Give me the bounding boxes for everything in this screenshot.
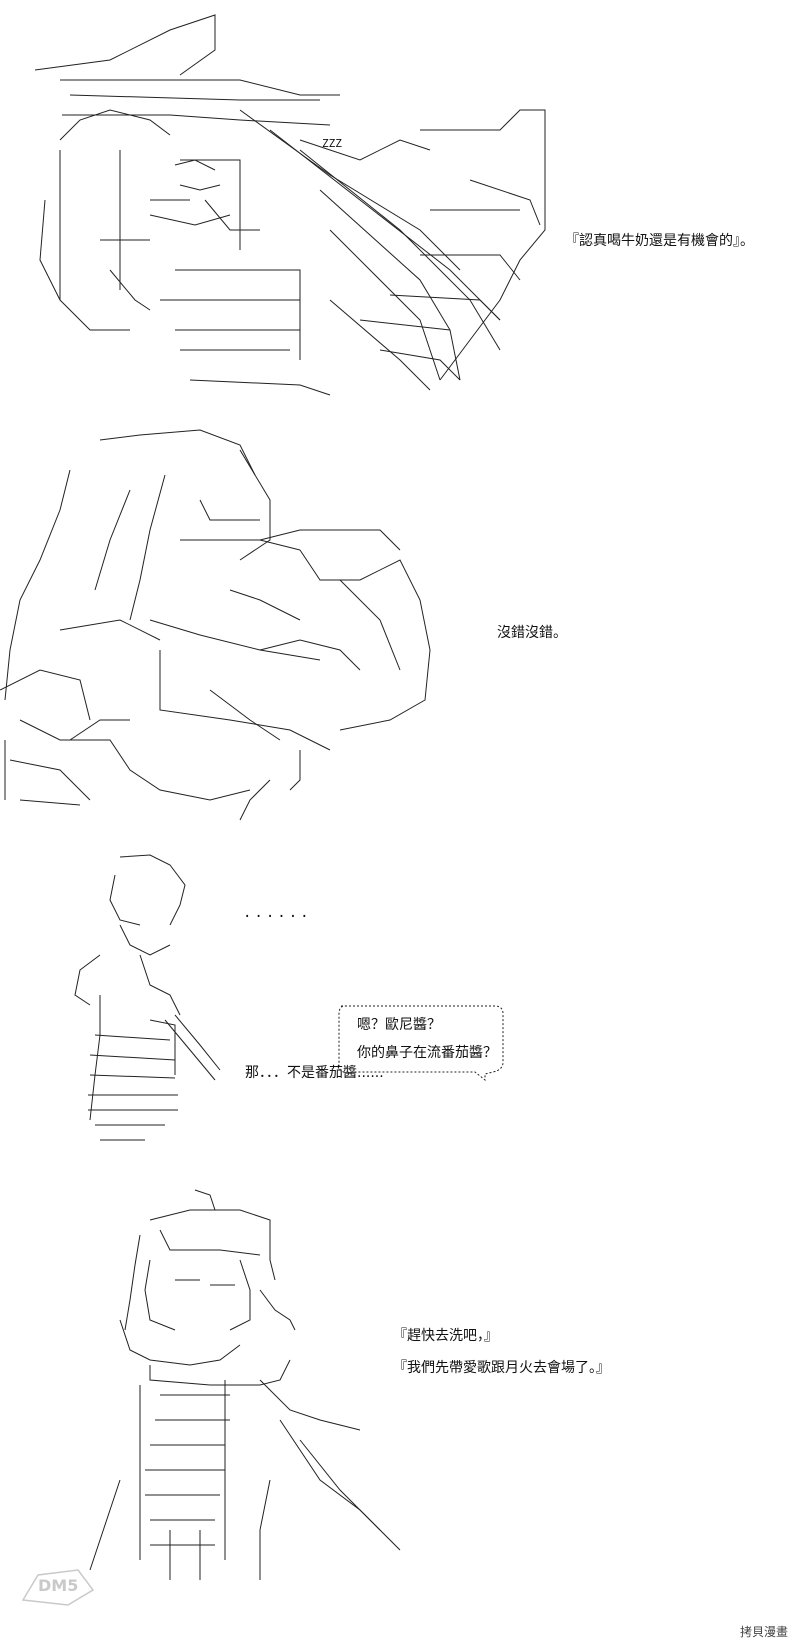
panel-2-ascii-art bbox=[0, 429, 431, 821]
panel-3-ascii-art bbox=[74, 854, 221, 1141]
panel-3-caption: 那．．．不是番茄醬...... bbox=[245, 1065, 384, 1081]
bubble-line-1: 嗯？歐尼醬？ bbox=[357, 1017, 441, 1033]
bubble-line-2: 你的鼻子在流番茄醬？ bbox=[357, 1045, 497, 1061]
speech-bubble: 嗯？歐尼醬？ 你的鼻子在流番茄醬？ bbox=[335, 1002, 515, 1082]
panel-4-caption-1: 『趕快去洗吧，』 bbox=[393, 1328, 498, 1344]
ellipsis-text: ...... bbox=[243, 905, 312, 921]
panel-2-caption: 沒錯沒錯。 bbox=[497, 625, 567, 641]
panel-4-caption-2: 『我們先帶愛歌跟月火去會場了。』 bbox=[393, 1360, 610, 1376]
footer-site-mark: 拷貝漫畫 bbox=[739, 1625, 788, 1639]
panel-4-ascii-art bbox=[89, 1189, 401, 1580]
dm5-watermark-logo: DM5 bbox=[18, 1560, 98, 1610]
zzz-sleep-text: ZZZ bbox=[322, 137, 342, 150]
watermark-text: DM5 bbox=[38, 1576, 79, 1595]
panel-1-caption: 『認真喝牛奶還是有機會的』。 bbox=[565, 233, 754, 249]
panel-1-ascii-art bbox=[34, 14, 546, 396]
